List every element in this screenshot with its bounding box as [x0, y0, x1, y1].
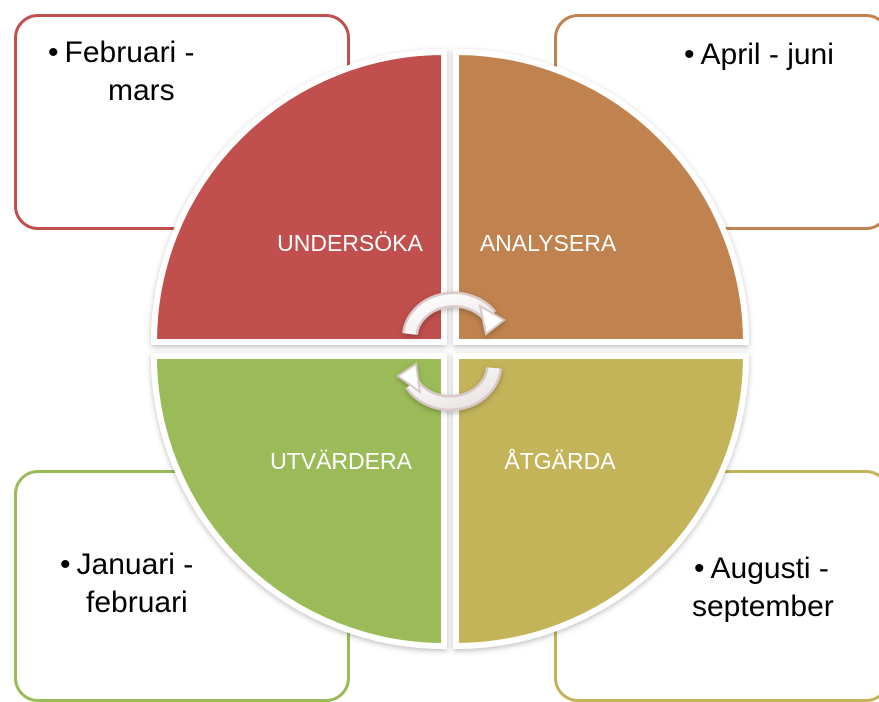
period-line-1: April - juni — [700, 38, 834, 71]
period-line-1: Augusti - — [710, 552, 829, 585]
period-line-1: Januari - — [76, 548, 194, 581]
bullet-icon: • — [694, 552, 705, 585]
bullet-icon: • — [60, 548, 71, 581]
quadrant-label-undersoka: UNDERSÖKA — [277, 230, 423, 256]
bullet-icon: • — [48, 36, 59, 69]
quadrant-label-analysera: ANALYSERA — [480, 230, 617, 256]
quadrant-label-atgarda: ÅTGÄRDA — [504, 447, 616, 474]
period-text-bottom-right: •Augusti - september — [692, 550, 879, 626]
period-text-top-right: •April - juni — [684, 36, 879, 74]
period-text-top-left: •Februari - mars — [48, 34, 238, 110]
period-text-bottom-left: •Januari - februari — [60, 546, 260, 622]
bullet-icon: • — [684, 38, 695, 71]
quadrant-undersoka — [150, 48, 447, 345]
period-line-2: mars — [108, 74, 175, 107]
cycle-wheel: UNDERSÖKA ANALYSERA UTVÄRDERA ÅTGÄRDA — [150, 48, 750, 650]
quadrant-label-utvardera: UTVÄRDERA — [270, 448, 413, 474]
period-line-2: februari — [86, 586, 188, 619]
quadrant-utvardera — [150, 353, 447, 650]
quadrant-atgarda — [453, 353, 750, 650]
period-line-1: Februari - — [64, 36, 195, 69]
quadrant-analysera — [453, 48, 750, 345]
cycle-arrows-icon — [396, 291, 506, 412]
period-line-2: september — [692, 590, 834, 623]
